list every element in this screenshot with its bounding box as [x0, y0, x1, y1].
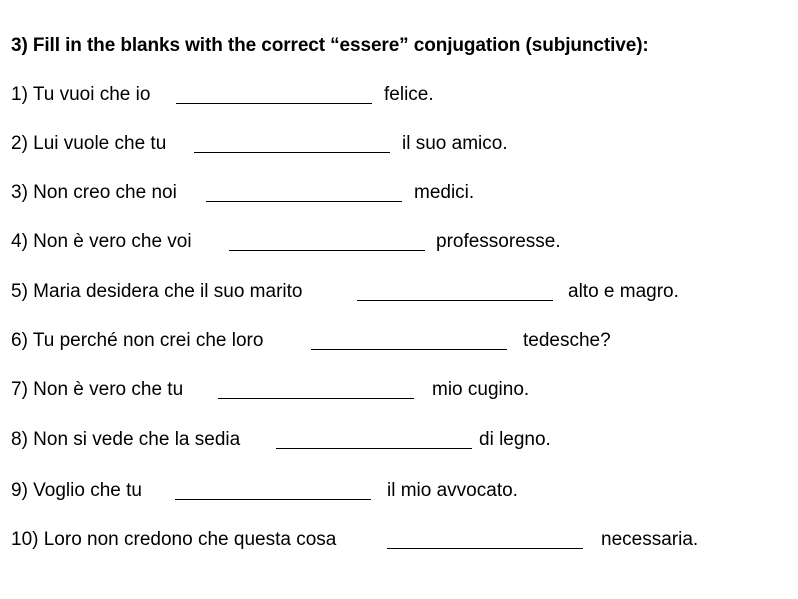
item-prefix: 4) Non è vero che voi: [11, 231, 192, 252]
answer-blank[interactable]: [206, 201, 402, 202]
item-suffix: il suo amico.: [402, 133, 508, 154]
item-prefix: 3) Non creo che noi: [11, 182, 177, 203]
item-suffix: medici.: [414, 182, 475, 203]
item-prefix: 2) Lui vuole che tu: [11, 133, 167, 154]
item-suffix: di legno.: [479, 429, 551, 450]
item-suffix: felice.: [384, 84, 434, 105]
item-suffix: alto e magro.: [568, 281, 679, 302]
item-prefix: 1) Tu vuoi che io: [11, 84, 151, 105]
item-prefix: 10) Loro non credono che questa cosa: [11, 529, 337, 550]
item-suffix: necessaria.: [601, 529, 699, 550]
answer-blank[interactable]: [175, 499, 371, 500]
item-prefix: 5) Maria desidera che il suo marito: [11, 281, 303, 302]
item-prefix: 6) Tu perché non crei che loro: [11, 330, 264, 351]
answer-blank[interactable]: [176, 103, 372, 104]
answer-blank[interactable]: [276, 448, 472, 449]
answer-blank[interactable]: [194, 152, 390, 153]
answer-blank[interactable]: [387, 548, 583, 549]
item-suffix: tedesche?: [523, 330, 611, 351]
item-suffix: mio cugino.: [432, 379, 530, 400]
item-prefix: 9) Voglio che tu: [11, 480, 142, 501]
exercise-title: 3) Fill in the blanks with the correct “…: [11, 35, 649, 56]
answer-blank[interactable]: [229, 250, 425, 251]
item-suffix: professoresse.: [436, 231, 561, 252]
answer-blank[interactable]: [357, 300, 553, 301]
item-prefix: 8) Non si vede che la sedia: [11, 429, 241, 450]
answer-blank[interactable]: [311, 349, 507, 350]
item-prefix: 7) Non è vero che tu: [11, 379, 184, 400]
item-suffix: il mio avvocato.: [387, 480, 518, 501]
answer-blank[interactable]: [218, 398, 414, 399]
